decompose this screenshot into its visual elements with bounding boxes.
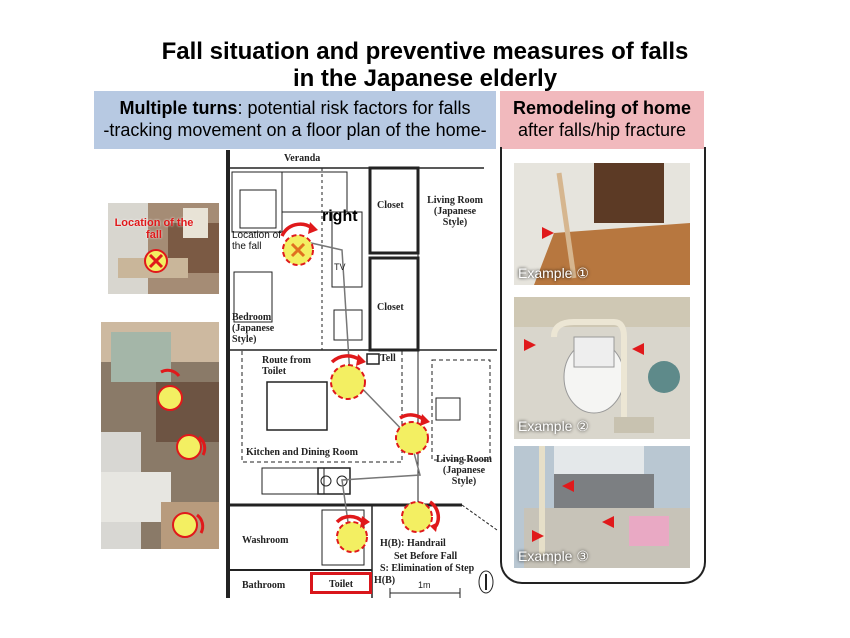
label-closet-top: Closet	[377, 200, 404, 211]
label-bedroom: Bedroom (Japanese Style)	[232, 312, 275, 345]
example-3-label: Example ③	[518, 548, 589, 564]
left-header-rest: : potential risk factors for falls	[237, 98, 471, 118]
label-route-from-toilet: Route from Toilet	[262, 355, 311, 377]
label-bathroom: Bathroom	[242, 580, 286, 591]
label-living-room-top: Living Room (Japanese Style)	[427, 195, 483, 228]
left-header-line2: -tracking movement on a floor plan of th…	[103, 120, 487, 140]
label-toilet: Toilet	[310, 572, 372, 594]
label-washroom: Washroom	[242, 535, 289, 546]
examples-panel	[500, 147, 706, 584]
page-title-line2: in the Japanese elderly	[292, 65, 558, 92]
label-tv: TV	[334, 262, 346, 272]
label-living-room-bottom: Living Room (Japanese Style)	[436, 454, 492, 487]
example-1-photo: Example ①	[514, 163, 690, 285]
example-3-photo: Example ③	[514, 446, 690, 568]
example-1-label: Example ①	[518, 265, 589, 281]
label-right: right	[322, 208, 358, 225]
page-title-line1: Fall situation and preventive measures o…	[161, 38, 689, 65]
label-tell: Tell	[380, 353, 396, 364]
label-hb-marker: H(B)	[374, 575, 396, 586]
label-veranda: Veranda	[284, 153, 321, 164]
right-header-line2: after falls/hip fracture	[517, 120, 687, 140]
example-2-label: Example ②	[518, 418, 589, 434]
legend-set-before-fall: Set Before Fall	[394, 551, 458, 562]
fall-location-photo: Location of the fall	[108, 203, 219, 294]
right-header: Remodeling of home after falls/hip fract…	[500, 91, 704, 149]
label-scale: 1m	[418, 580, 431, 590]
legend-s: S: Elimination of Step	[380, 563, 475, 574]
left-header-bold: Multiple turns	[119, 98, 238, 118]
route-photo	[101, 322, 219, 549]
label-location-of-fall: Location of the fall	[232, 230, 281, 252]
label-kitchen: Kitchen and Dining Room	[246, 447, 358, 458]
left-header: Multiple turns: potential risk factors f…	[94, 91, 496, 149]
example-2-photo: Example ②	[514, 297, 690, 439]
floor-plan: Veranda Closet Closet Living Room (Japan…	[222, 150, 498, 600]
fall-photo-label: Location of the fall	[114, 217, 194, 241]
label-closet-mid: Closet	[377, 302, 404, 313]
legend-hb: H(B): Handrail	[380, 538, 446, 549]
right-header-line1: Remodeling of home	[512, 98, 691, 118]
